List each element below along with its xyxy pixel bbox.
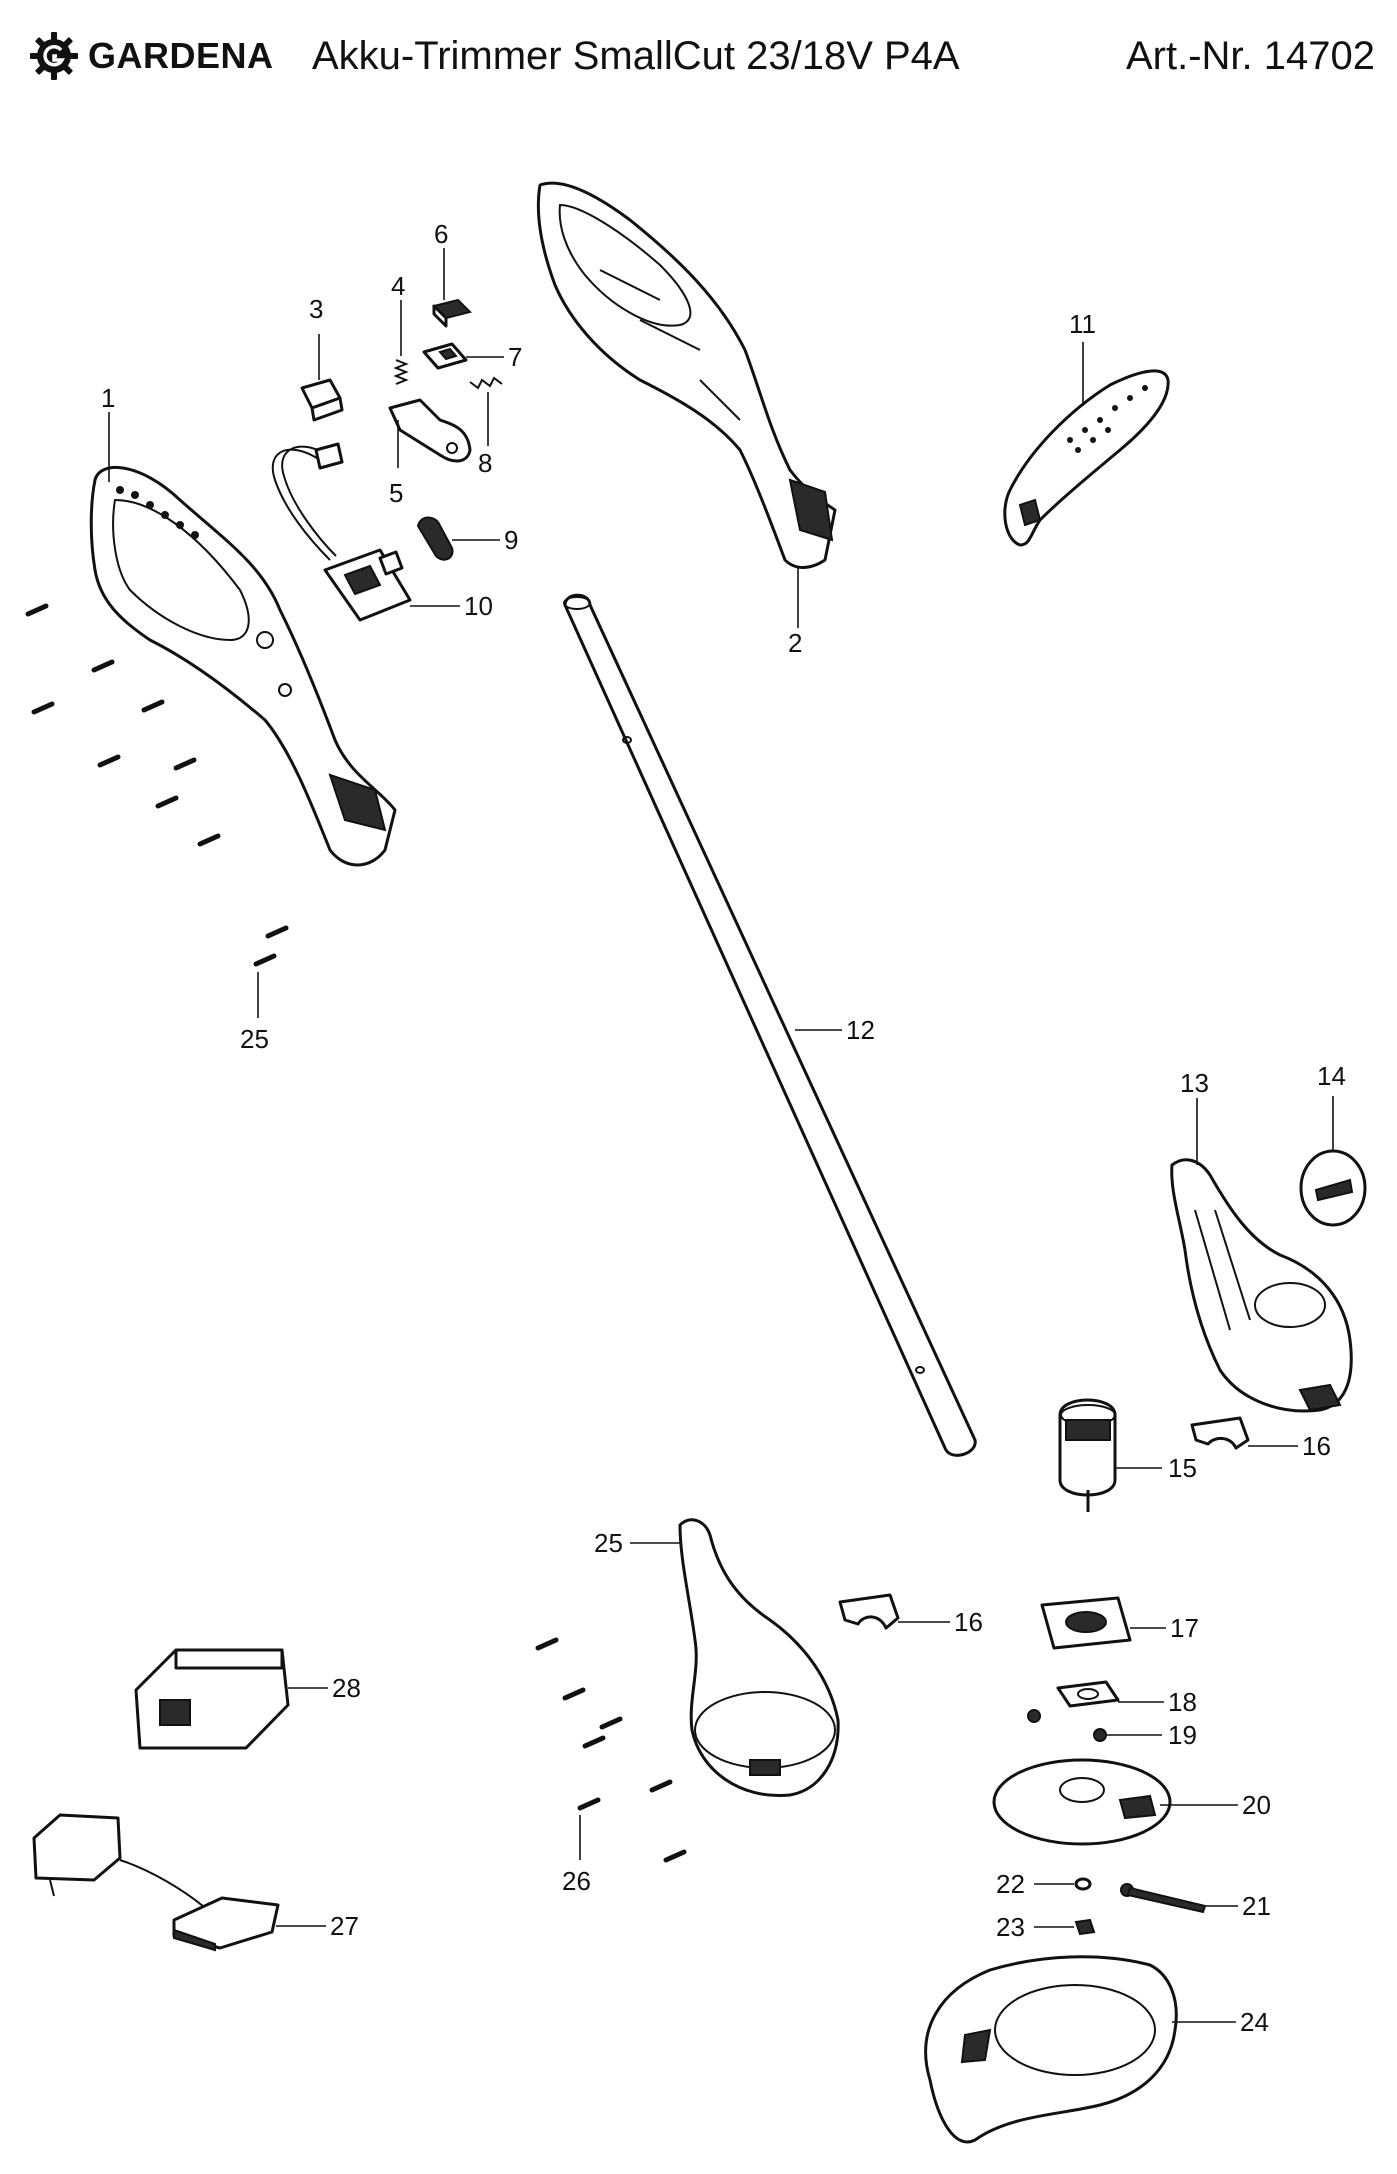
part-label-8: 8 [478,448,492,478]
part-label-21: 21 [1242,1891,1271,1921]
part-label-25-housing: 25 [594,1528,623,1558]
part-label-2: 2 [788,628,802,658]
part-16-damper-upper [1190,1416,1298,1450]
part-label-20: 20 [1242,1790,1271,1820]
page-header: GARDENA Akku-Trimmer SmallCut 23/18V P4A… [0,0,1397,130]
part-label-5: 5 [389,478,403,508]
part-label-6: 6 [434,219,448,249]
part-label-22: 22 [996,1869,1025,1899]
part-label-13: 13 [1180,1068,1209,1098]
part-17-spool-carrier [1040,1596,1166,1650]
part-9-key [416,516,500,561]
part-24-guard [924,1955,1236,2144]
part-label-9: 9 [504,525,518,555]
part-20-spool-cover [992,1758,1238,1846]
gardena-gear-logo-icon [30,32,78,80]
part-label-17: 17 [1170,1613,1199,1643]
part-26-screws-group [535,1637,687,1863]
part-25-motor-housing-lower [630,1518,840,1798]
part-27-charger [32,1813,326,1952]
part-label-27: 27 [330,1911,359,1941]
part-label-18: 18 [1168,1687,1197,1717]
part-21-blade [1120,1883,1238,1914]
part-22-washer [1034,1877,1092,1891]
part-6-lock-button [432,248,472,328]
part-label-16-lower: 16 [954,1607,983,1637]
part-23-nut [1034,1918,1096,1936]
part-screws-left-group [25,603,289,1018]
part-2-handle-right-half [536,181,837,628]
part-8-spring [469,376,503,446]
page-title: Akku-Trimmer SmallCut 23/18V P4A [312,34,960,78]
part-13-motor-housing-upper [1170,1098,1353,1413]
part-label-19: 19 [1168,1720,1197,1750]
brand-logo: GARDENA [28,30,274,82]
part-19-small-screws [1027,1709,1162,1742]
part-11-soft-grip [1003,342,1170,547]
part-label-16-upper: 16 [1302,1431,1331,1461]
part-15-motor [1058,1398,1162,1512]
part-label-23: 23 [996,1912,1025,1942]
part-3-microswitch [300,334,344,422]
part-10-cable-pcb [271,442,460,622]
part-18-plate [1056,1680,1164,1708]
part-label-24: 24 [1240,2007,1269,2037]
brand-name: GARDENA [88,35,274,76]
part-label-3: 3 [309,294,323,324]
part-label-7: 7 [508,342,522,372]
part-28-battery [134,1648,328,1750]
part-16-damper-lower [838,1593,950,1630]
part-12-shaft-tube [563,593,977,1457]
part-1-handle-left-half [89,412,397,867]
part-5-trigger [388,398,472,468]
part-label-11: 11 [1069,309,1096,339]
part-label-26: 26 [562,1866,591,1896]
part-label-1: 1 [101,383,115,413]
part-14-badge [1299,1096,1367,1227]
article-number: Art.-Nr. 14702 [1125,34,1375,78]
part-label-15: 15 [1168,1453,1197,1483]
part-4-spring [393,300,409,385]
part-7-slider [422,342,504,370]
part-label-4: 4 [391,271,405,301]
part-label-12: 12 [846,1015,875,1045]
part-label-14: 14 [1317,1061,1346,1091]
part-label-28: 28 [332,1673,361,1703]
part-label-10: 10 [464,591,493,621]
part-label-25-screws: 25 [240,1024,269,1054]
